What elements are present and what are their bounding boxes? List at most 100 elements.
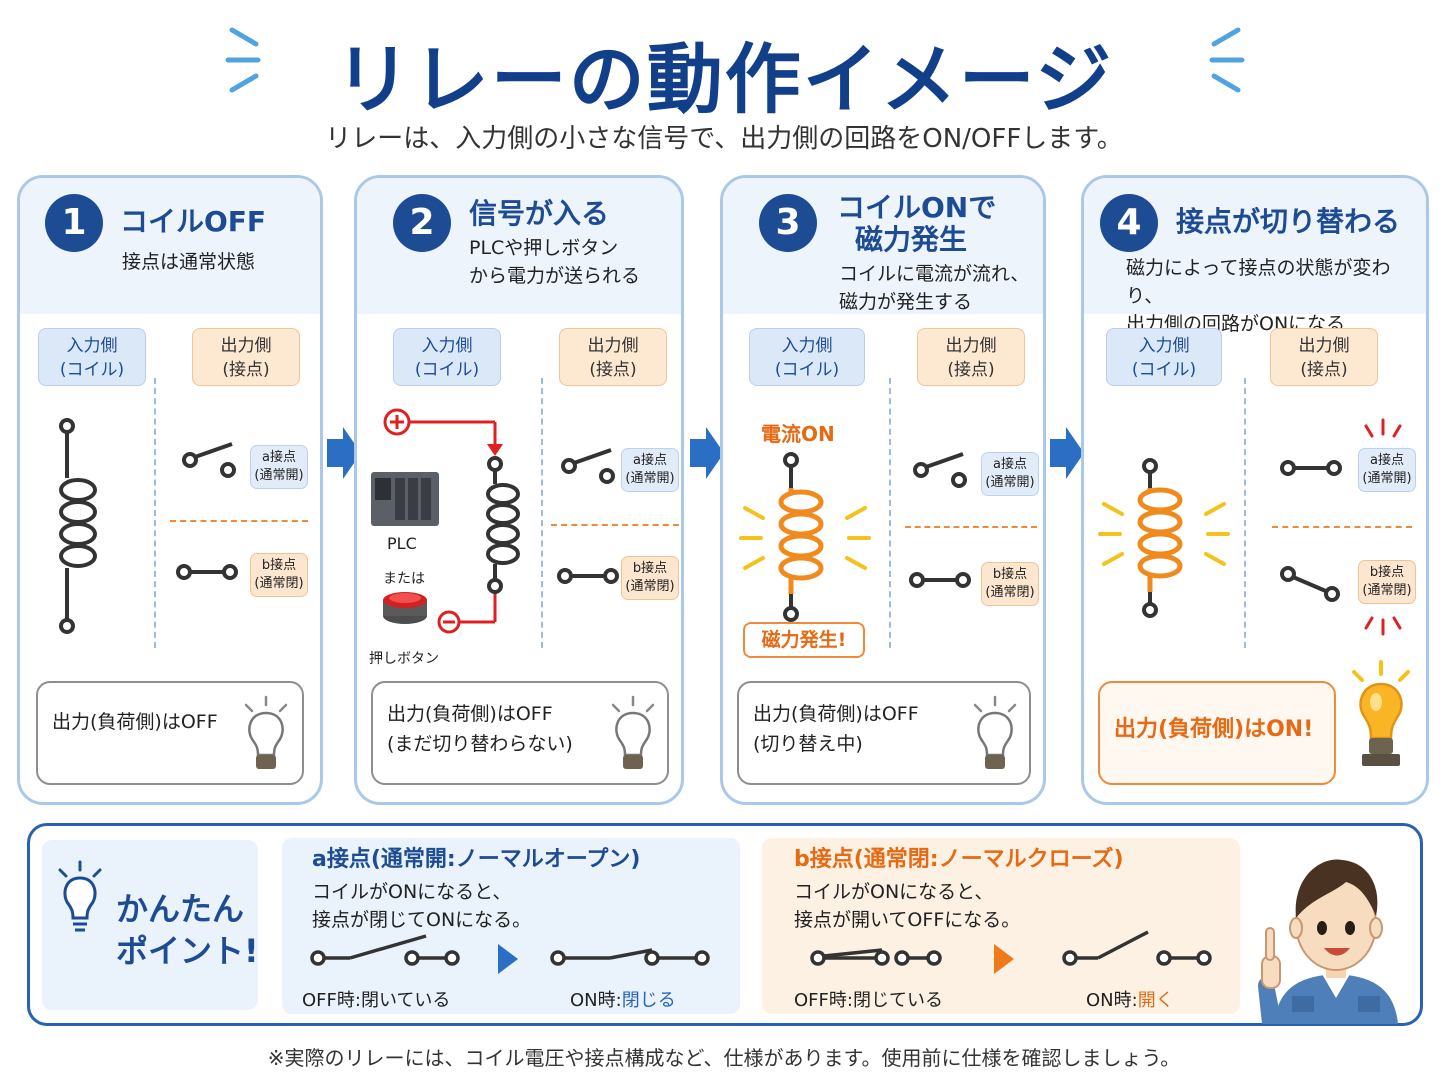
or-label: または <box>383 571 425 587</box>
a-contact-label: a接点 (通常開) <box>250 445 308 489</box>
spark-top-icon <box>1364 418 1402 438</box>
input-side-tag: 入力側 (コイル) <box>38 328 146 386</box>
output-line: 出力(負荷側)はOFF <box>753 703 919 725</box>
output-side-tag: 出力側 (接点) <box>917 328 1025 386</box>
coil-energized-icon <box>739 452 871 622</box>
arrow-right-icon <box>498 944 518 974</box>
title-line: 磁力発生 <box>855 223 968 256</box>
easy-point-heading: かんたん ポイント! <box>116 888 259 972</box>
burst-left-icon <box>225 27 261 93</box>
output-line: (切り替え中) <box>753 733 863 755</box>
step-number: 4 <box>1100 194 1158 252</box>
step-title: 接点が切り替わる <box>1176 205 1401 238</box>
tag-line: 入力側 <box>1138 336 1190 356</box>
lightbulb-icon <box>58 860 102 932</box>
title-line: コイルONで <box>837 191 997 224</box>
output-status-text: 出力(負荷側)はON! <box>1114 717 1314 742</box>
page-title: リレーの動作イメージ <box>334 35 1114 124</box>
output-status-text: 出力(負荷側)はOFF (切り替え中) <box>753 699 919 759</box>
desc-line: コイルがONになると、 <box>312 881 512 903</box>
b-contact-on-caption: ON時:開く <box>1086 986 1174 1012</box>
b-contact-label: b接点 (通常閉) <box>1358 560 1416 604</box>
contact-separator <box>170 520 308 522</box>
label-line: (通常開) <box>1362 471 1412 486</box>
a-contact-open-switch-icon <box>913 452 967 488</box>
step-3-card: 3 コイルONで 磁力発生 コイルに電流が流れ、 磁力が発生する 入力側 (コイ… <box>720 175 1046 805</box>
step-1-card: 1 コイルOFF 接点は通常状態 入力側 (コイル) 出力側 (接点) a接点 … <box>17 175 323 805</box>
output-line: (まだ切り替わらない) <box>387 733 573 755</box>
signal-arrow-icon <box>487 444 503 456</box>
label-line: (通常開) <box>625 471 675 486</box>
output-status-text: 出力(負荷側)はOFF <box>52 711 218 733</box>
plc-label: PLC <box>387 534 417 553</box>
output-status-box: 出力(負荷側)はOFF (切り替え中) <box>737 681 1031 785</box>
step-desc: 接点は通常状態 <box>122 251 256 273</box>
a-contact-panel-desc: コイルがONになると、 接点が閉じてONになる。 <box>312 878 531 934</box>
input-side-tag: 入力側 (コイル) <box>1106 328 1222 386</box>
coil-off-icon <box>59 418 97 634</box>
label-line: (通常開) <box>254 468 304 483</box>
a-contact-panel-title: a接点(通常開:ノーマルオープン) <box>312 847 641 872</box>
side-divider <box>541 378 543 648</box>
label-line: b接点 <box>1369 565 1405 580</box>
spark-bottom-icon <box>1364 616 1402 636</box>
step-2-card: 2 信号が入る PLCや押しボタン から電力が送られる 入力側 (コイル) 出力… <box>354 175 684 805</box>
b-contact-panel <box>762 838 1240 1014</box>
burst-right-icon <box>1209 27 1245 93</box>
contact-separator <box>551 524 679 526</box>
arrow-right-icon <box>690 427 724 479</box>
b-contact-label: b接点 (通常閉) <box>981 562 1039 606</box>
desc-line: 接点が閉じてONになる。 <box>312 909 532 931</box>
output-status-box: 出力(負荷側)はON! <box>1098 681 1336 785</box>
a-contact-on-caption: ON時:閉じる <box>570 986 676 1012</box>
tag-line: (接点) <box>947 360 995 380</box>
desc-line: 磁力によって接点の状態が変わり、 <box>1126 257 1391 307</box>
desc-line: から電力が送られる <box>469 265 641 287</box>
caption-state: 開く <box>1137 990 1174 1011</box>
a-contact-open-switch-icon <box>561 448 615 484</box>
label-line: (通常閉) <box>985 585 1035 600</box>
footer-note: ※実際のリレーには、コイル電圧や接点構成など、仕様があります。使用前に仕様を確認… <box>267 1046 1181 1070</box>
side-divider <box>889 378 891 648</box>
step-desc: コイルに電流が流れ、 磁力が発生する <box>839 260 1029 316</box>
tag-line: (コイル) <box>414 360 480 380</box>
step-desc: 磁力によって接点の状態が変わり、 出力側の回路がONになる <box>1126 254 1426 338</box>
desc-line: PLCや押しボタン <box>469 237 619 259</box>
contact-separator <box>1272 526 1412 528</box>
step-title: コイルONで 磁力発生 <box>837 192 996 256</box>
b-contact-closed-switch-icon <box>557 568 619 584</box>
b-contact-on-switch-icon <box>1062 930 1212 966</box>
label-line: (通常閉) <box>1362 583 1412 598</box>
coil-energized-icon <box>1098 458 1230 618</box>
input-side-tag: 入力側 (コイル) <box>749 328 865 386</box>
desc-line: コイルがONになると、 <box>794 881 994 903</box>
output-status-box: 出力(負荷側)はOFF <box>36 681 304 785</box>
a-contact-panel <box>282 838 740 1014</box>
output-side-tag: 出力側 (接点) <box>1270 328 1378 386</box>
step-desc: PLCや押しボタン から電力が送られる <box>469 234 640 290</box>
worker-avatar <box>1258 859 1398 1024</box>
b-contact-label: b接点 (通常閉) <box>250 553 308 597</box>
heading-line: かんたん <box>116 890 245 928</box>
current-on-label: 電流ON <box>761 422 835 446</box>
label-line: a接点 <box>633 453 667 468</box>
a-contact-off-switch-icon <box>310 934 460 966</box>
tag-line: (コイル) <box>774 360 840 380</box>
b-contact-closed-switch-icon <box>176 564 238 580</box>
tag-line: (コイル) <box>1131 360 1197 380</box>
tag-line: (接点) <box>222 360 270 380</box>
desc-line: 磁力が発生する <box>839 291 973 313</box>
plc-icon <box>371 472 439 526</box>
b-contact-closed-switch-icon <box>909 572 971 588</box>
tag-line: 入力側 <box>781 336 833 356</box>
arrow-right-icon <box>1050 427 1084 479</box>
tag-line: (接点) <box>1300 360 1348 380</box>
a-contact-open-switch-icon <box>182 442 236 478</box>
caption-prefix: ON時: <box>570 990 622 1011</box>
label-line: (通常閉) <box>625 579 675 594</box>
step-number: 1 <box>45 194 103 252</box>
tag-line: 入力側 <box>421 336 473 356</box>
output-side-tag: 出力側 (接点) <box>559 328 667 386</box>
tag-line: 出力側 <box>220 336 272 356</box>
a-contact-label: a接点 (通常開) <box>981 452 1039 496</box>
